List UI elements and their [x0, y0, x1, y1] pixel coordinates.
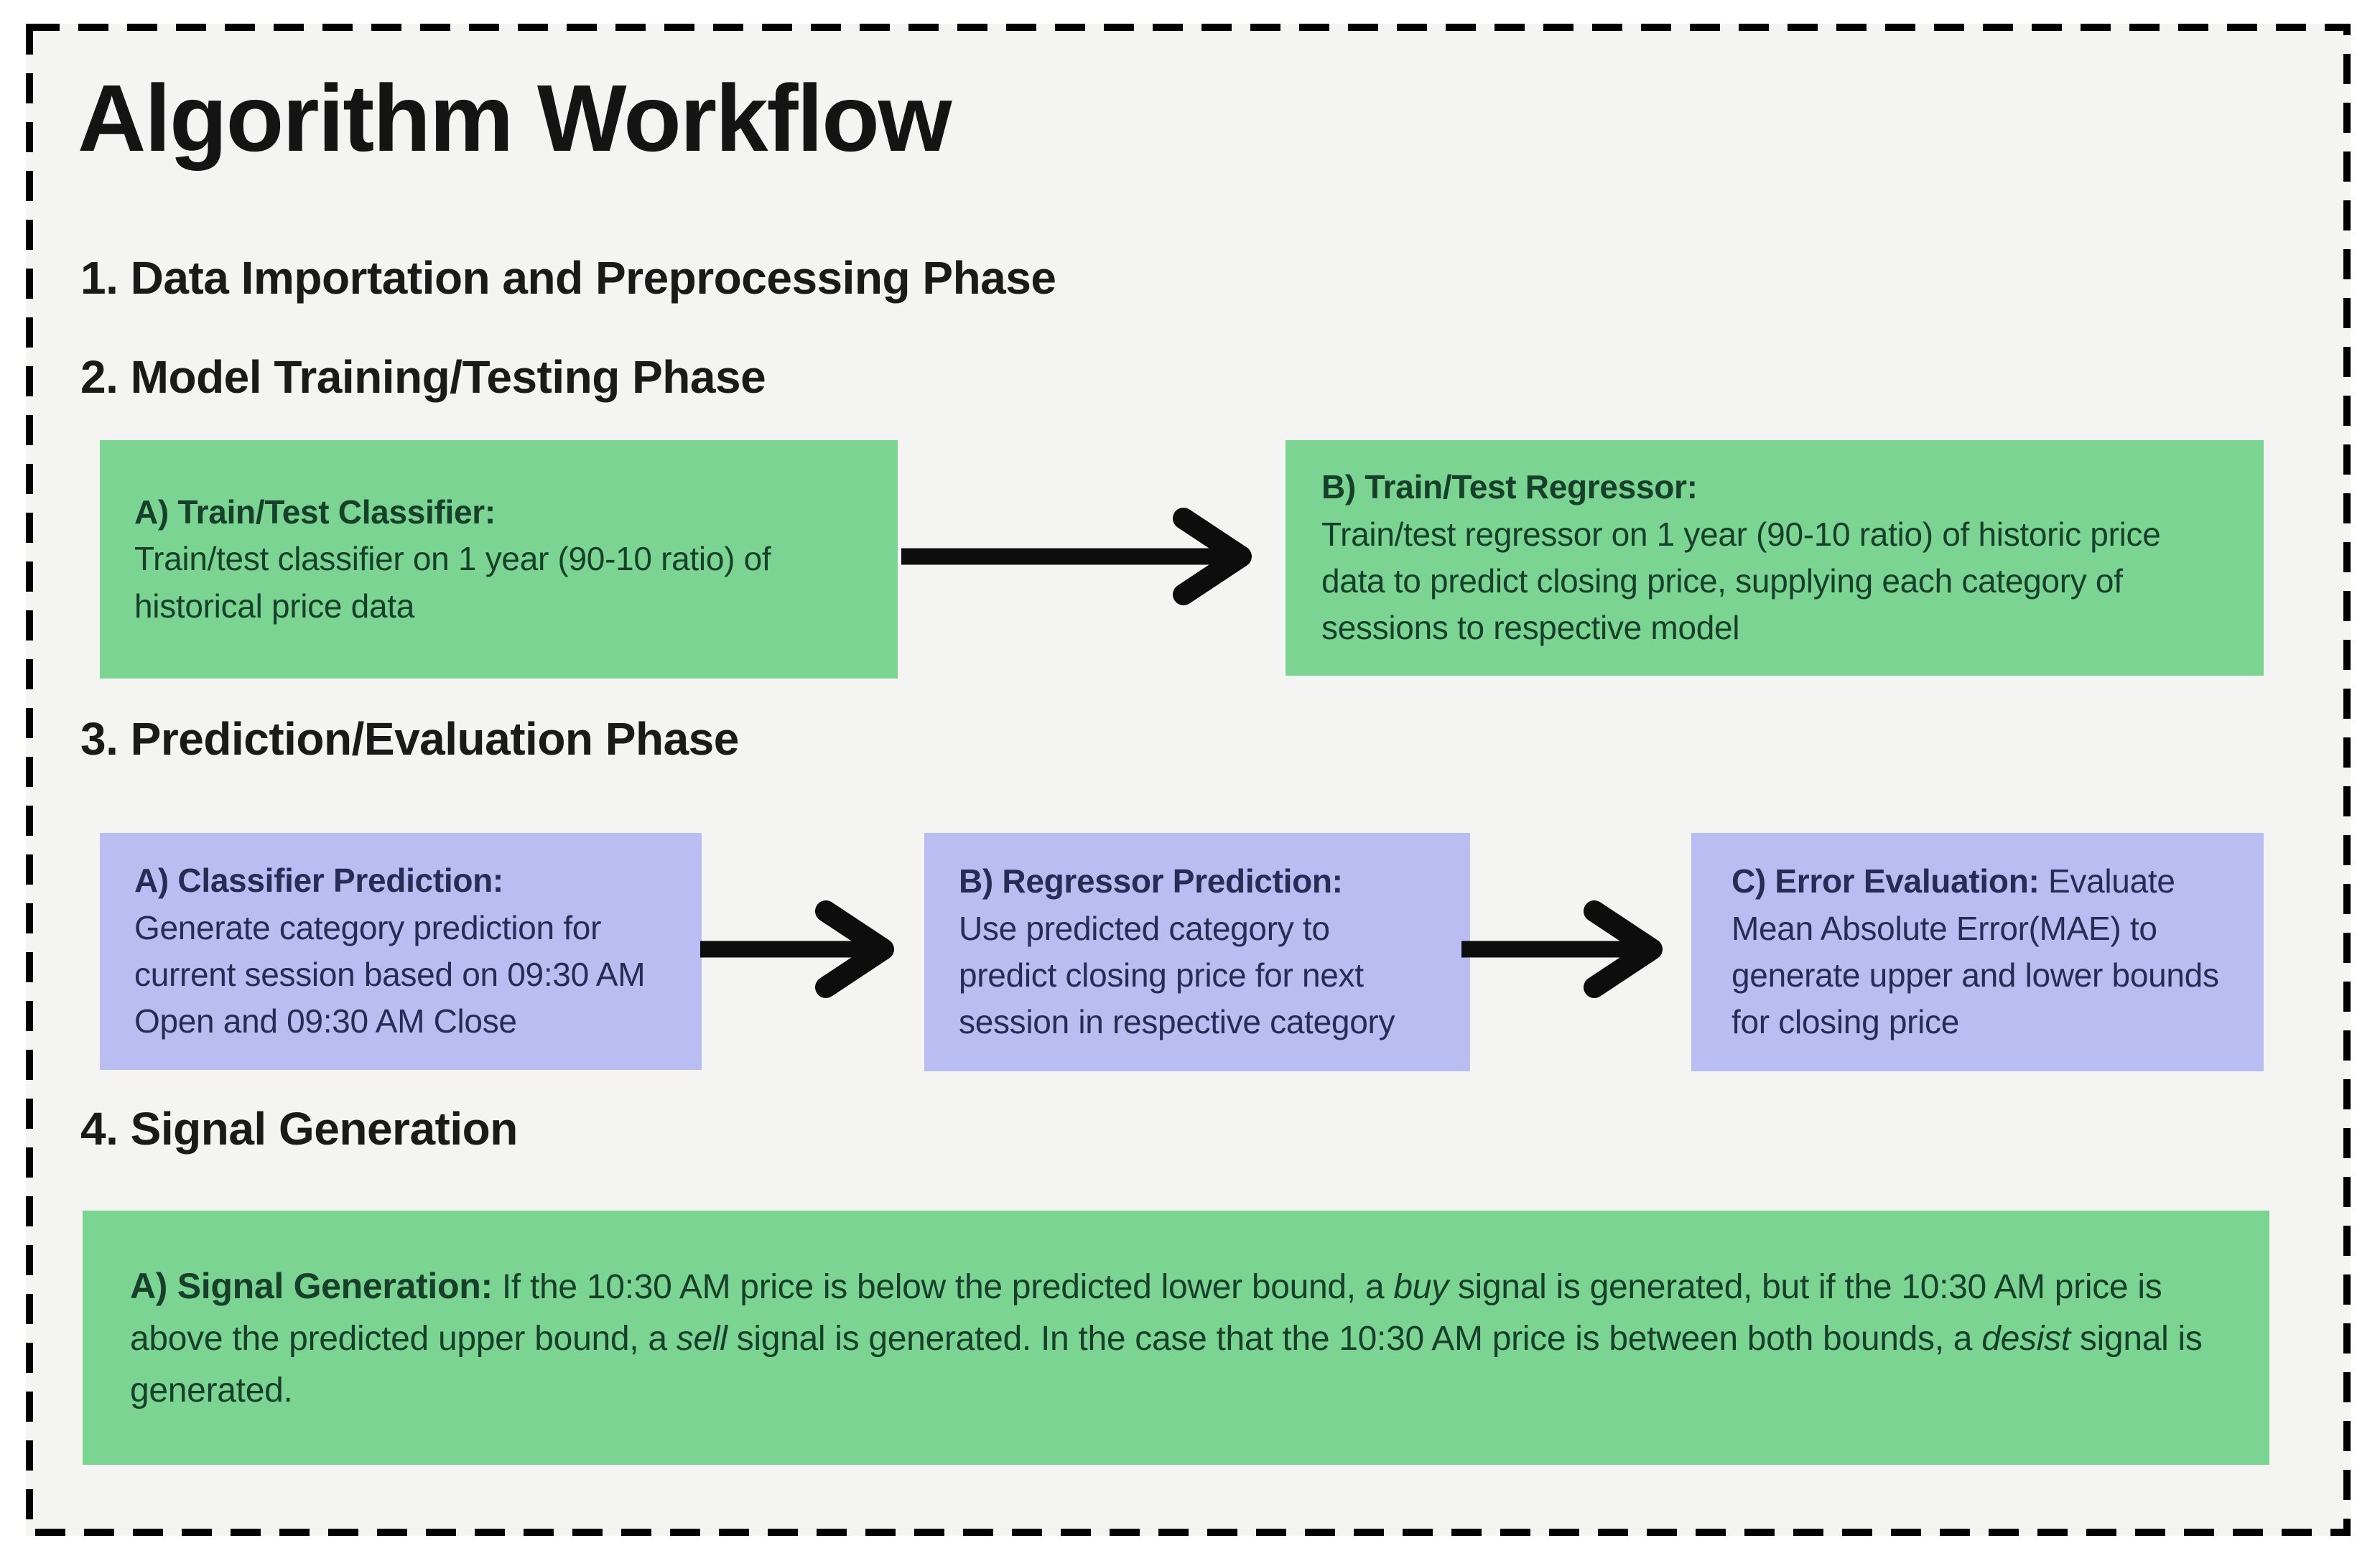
dashed-border — [26, 24, 2351, 1536]
box-header: C) Error Evaluation: — [1731, 862, 2040, 900]
box-body: Evaluate Mean Absolute Error(MAE) to gen… — [1731, 862, 2219, 1041]
phase-heading-4: 4. Signal Generation — [80, 1103, 518, 1155]
box-header: B) Regressor Prediction: — [959, 862, 1343, 900]
box-body: If the 10:30 AM price is below the predi… — [130, 1267, 2203, 1409]
train-test-classifier-box: A) Train/Test Classifier: Train/test cla… — [100, 440, 898, 679]
phase-heading-3: 3. Prediction/Evaluation Phase — [80, 713, 739, 765]
box-text: A) Signal Generation: If the 10:30 AM pr… — [130, 1259, 2222, 1417]
arrow-right-icon — [1459, 888, 1696, 1010]
box-header: A) Classifier Prediction: — [134, 862, 503, 900]
signal-generation-box: A) Signal Generation: If the 10:30 AM pr… — [83, 1211, 2269, 1465]
box-body: Generate category prediction for current… — [134, 908, 646, 1040]
box-header: A) Signal Generation: — [130, 1265, 493, 1306]
page-title: Algorithm Workflow — [78, 65, 952, 171]
arrow-right-icon — [898, 495, 1286, 618]
classifier-prediction-box: A) Classifier Prediction: Generate categ… — [100, 833, 702, 1070]
box-body: Use predicted category to predict closin… — [959, 909, 1395, 1041]
phase-heading-1: 1. Data Importation and Preprocessing Ph… — [80, 252, 1056, 304]
train-test-regressor-box: B) Train/Test Regressor: Train/test regr… — [1286, 440, 2264, 676]
regressor-prediction-box: B) Regressor Prediction: Use predicted c… — [924, 833, 1470, 1071]
box-header: B) Train/Test Regressor: — [1321, 468, 1698, 506]
box-text: C) Error Evaluation: Evaluate Mean Absol… — [1731, 858, 2223, 1045]
box-header: A) Train/Test Classifier: — [134, 493, 496, 531]
box-body: Train/test regressor on 1 year (90-10 ra… — [1321, 515, 2161, 647]
box-body: Train/test classifier on 1 year (90-10 r… — [134, 540, 771, 625]
arrow-right-icon — [698, 888, 928, 1010]
phase-heading-2: 2. Model Training/Testing Phase — [80, 351, 766, 403]
error-evaluation-box: C) Error Evaluation: Evaluate Mean Absol… — [1691, 833, 2264, 1071]
